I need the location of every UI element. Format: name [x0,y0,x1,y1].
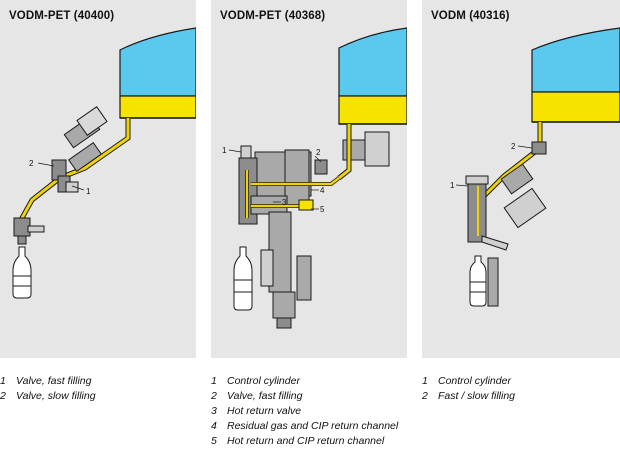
legend-item: 5 Hot return and CIP return channel [211,434,407,449]
callout-label: 2 [29,159,34,168]
filling-head [13,217,45,245]
panel-title: VODM-PET (40400) [9,10,115,22]
filling-valve-diagram: 1 2 3 4 5 [222,27,407,329]
legend-list: 1 Control cylinder 2 Fast / slow filling [422,374,612,404]
filling-valve-body [238,145,312,329]
panel-title: VODM-PET (40368) [220,10,326,22]
diagram-panel-vodm-40316: VODM (40316) [422,0,620,358]
diagram-panel-vodm-pet-40368: VODM-PET (40368) [211,0,407,358]
diagram-panel-vodm-pet-40400: VODM-PET (40400) [0,0,196,358]
product-tank [338,27,407,125]
legend-item: 2 Valve, slow filling [0,389,190,404]
filling-valve-diagram: 1 2 [450,27,620,307]
callout-label: 1 [86,187,91,196]
bottle [469,255,487,307]
valve-fast-slow [51,159,79,193]
legend-list: 1 Valve, fast filling 2 Valve, slow fillin… [0,374,190,404]
callout-label: 1 [222,146,227,155]
legend-item: 1 Valve, fast filling [0,374,190,389]
pet-bottle [12,246,32,299]
filling-valve-diagram: 2 1 [12,27,196,299]
legend-item: 2 Valve, fast filling [211,389,407,404]
callout-label: 3 [282,198,287,207]
callout-label: 4 [320,186,325,195]
legend-number: 1 [0,375,6,387]
legend-text: Valve, fast filling [227,390,303,402]
legend-number: 2 [422,390,428,402]
panel-title: VODM (40316) [431,10,510,22]
legend-number: 1 [422,375,428,387]
legend-text: Valve, slow filling [16,390,96,402]
legend-text: Hot return and CIP return channel [227,435,385,447]
legend-text: Control cylinder [227,375,300,387]
valve-actuator [63,106,108,173]
callout-label: 2 [316,148,321,157]
product-tank [119,27,196,119]
callout-label: 1 [450,181,455,190]
control-cylinder [465,175,509,251]
legend-number: 5 [211,435,217,447]
valve-actuator [500,163,547,229]
legend-number: 4 [211,420,217,432]
legend-item: 2 Fast / slow filling [422,389,612,404]
callout-label: 5 [320,205,325,214]
legend-text: Residual gas and CIP return channel [227,420,399,432]
legend-item: 1 Control cylinder [211,374,407,389]
legend-text: Valve, fast filling [16,375,92,387]
legend-number: 2 [0,390,6,402]
legend-item: 3 Hot return valve [211,404,407,419]
legend-text: Hot return valve [227,405,302,417]
legend-text: Control cylinder [438,375,511,387]
callout-label: 2 [511,142,516,151]
product-tank [531,27,620,123]
legend-number: 2 [211,390,217,402]
legend-item: 4 Residual gas and CIP return channel [211,419,407,434]
legend-item: 1 Control cylinder [422,374,612,389]
pet-bottle [233,246,253,311]
legend-number: 1 [211,375,217,387]
legend-list: 1 Control cylinder 2 Valve, fast filling 3… [211,374,407,449]
legend-number: 3 [211,405,217,417]
legend-text: Fast / slow filling [438,390,516,402]
